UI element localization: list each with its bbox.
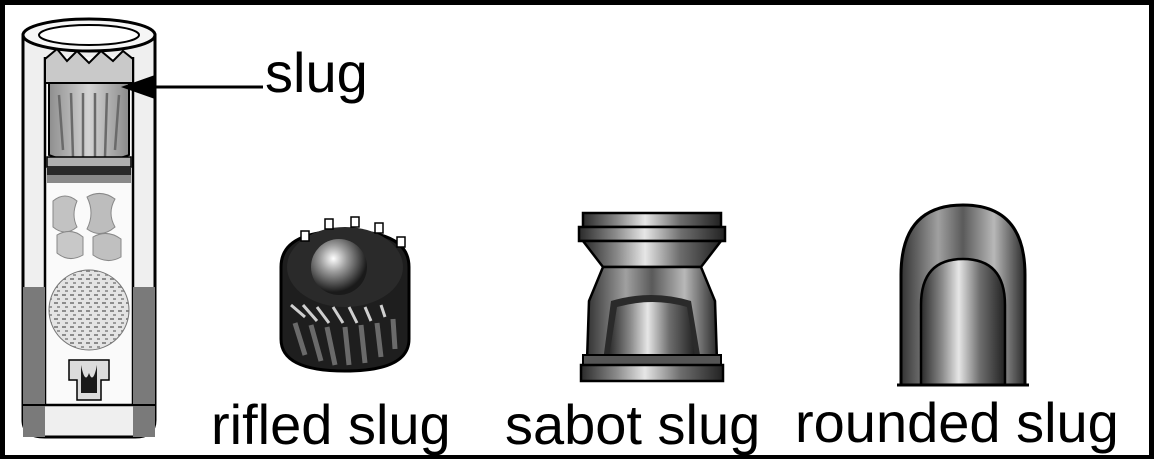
sabot-slug-label: sabot slug bbox=[505, 393, 761, 456]
illustration bbox=[21, 17, 1029, 439]
slug-label: slug bbox=[265, 41, 368, 104]
rounded-slug-image bbox=[897, 203, 1029, 387]
rifled-slug-label: rifled slug bbox=[211, 393, 451, 456]
shotgun-shell-cutaway bbox=[21, 17, 157, 439]
sabot-slug-image bbox=[577, 211, 727, 383]
rifled-slug-image bbox=[279, 216, 411, 373]
rounded-slug-label: rounded slug bbox=[795, 391, 1119, 454]
slug-pointer-arrow bbox=[121, 75, 263, 99]
